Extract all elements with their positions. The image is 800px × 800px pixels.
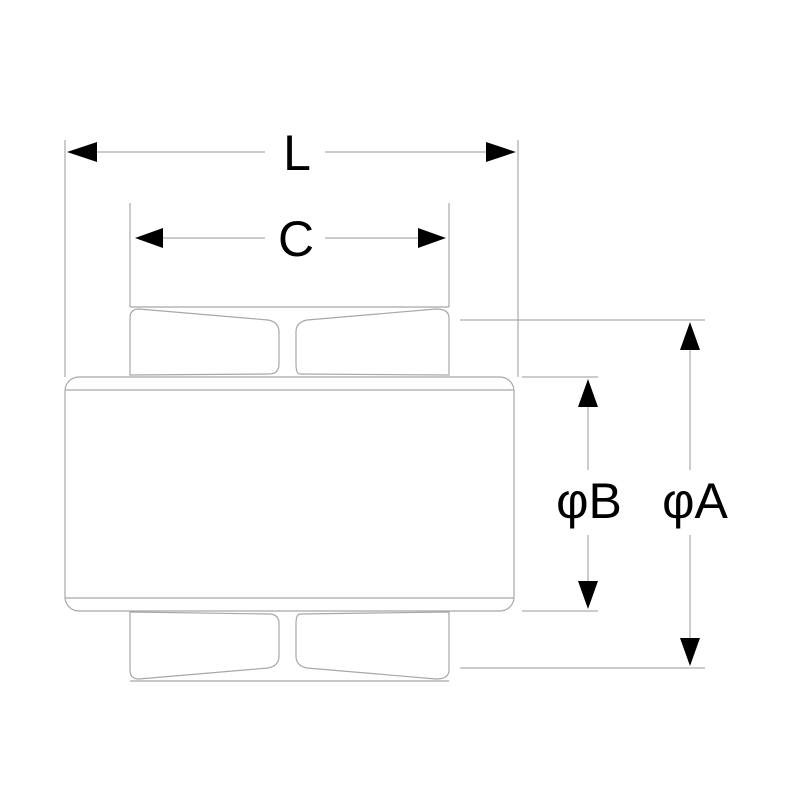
arrowhead-A-top bbox=[680, 322, 700, 350]
bottom-flange-right bbox=[295, 611, 450, 680]
arrowhead-L-left bbox=[67, 142, 97, 162]
dimension-label-C: C bbox=[278, 211, 314, 267]
arrowhead-A-bottom bbox=[680, 638, 700, 666]
dimension-B: φB bbox=[556, 379, 622, 609]
part-outline bbox=[64, 306, 515, 682]
dimension-label-B: φB bbox=[556, 473, 622, 529]
main-body bbox=[64, 376, 515, 612]
arrowhead-B-bottom bbox=[578, 581, 598, 609]
dimension-label-L: L bbox=[283, 125, 311, 181]
arrowhead-C-right bbox=[418, 228, 446, 248]
arrowhead-B-top bbox=[578, 379, 598, 407]
bottom-flange-left bbox=[129, 611, 280, 680]
dimension-label-A: φA bbox=[662, 473, 728, 529]
extension-lines bbox=[64, 140, 705, 669]
dimension-A: φA bbox=[662, 322, 729, 666]
dimension-C: C bbox=[135, 211, 446, 267]
top-flange-right bbox=[295, 308, 450, 376]
arrowhead-L-right bbox=[486, 142, 516, 162]
top-flange-left bbox=[129, 308, 280, 376]
arrowhead-C-left bbox=[135, 228, 163, 248]
dimension-L: L bbox=[67, 125, 516, 181]
